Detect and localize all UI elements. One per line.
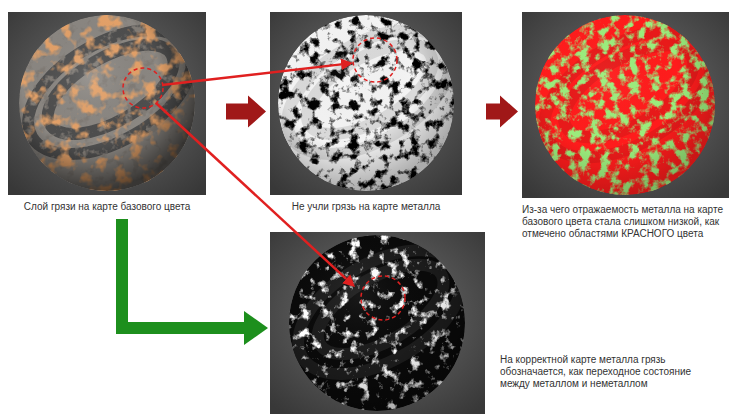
- highlight-circle: [361, 276, 405, 320]
- caption: На корректной карте металла грязь обозна…: [500, 354, 705, 390]
- image-panel: [522, 12, 729, 198]
- image-panel: [8, 12, 206, 195]
- caption: Из-за чего отражаемость металла на карте…: [522, 204, 738, 240]
- image-panel: [270, 12, 462, 195]
- image-panel: [270, 232, 485, 414]
- highlight-circle: [123, 68, 163, 108]
- image-node: Не учли грязь на карте металла: [270, 12, 462, 195]
- image-node: Слой грязи на карте базового цвета: [8, 12, 206, 195]
- pointer-arrow: [162, 64, 341, 85]
- caption: Слой грязи на карте базового цвета: [8, 201, 206, 213]
- highlight-circle: [353, 38, 397, 82]
- sphere-metal-correct: [277, 225, 482, 411]
- flow-arrow: [226, 96, 266, 128]
- sphere-validation: [523, 5, 732, 195]
- caption: Не учли грязь на карте металла: [266, 201, 466, 213]
- correct-path-arrow: [122, 219, 244, 328]
- pointer-arrow: [156, 103, 346, 279]
- image-node: На корректной карте металла грязь обозна…: [270, 232, 485, 414]
- sphere-basecolor: [7, 5, 212, 191]
- sphere-metal-wrong: [266, 5, 471, 191]
- image-node: Из-за чего отражаемость металла на карте…: [522, 12, 729, 198]
- flow-arrow: [486, 96, 518, 128]
